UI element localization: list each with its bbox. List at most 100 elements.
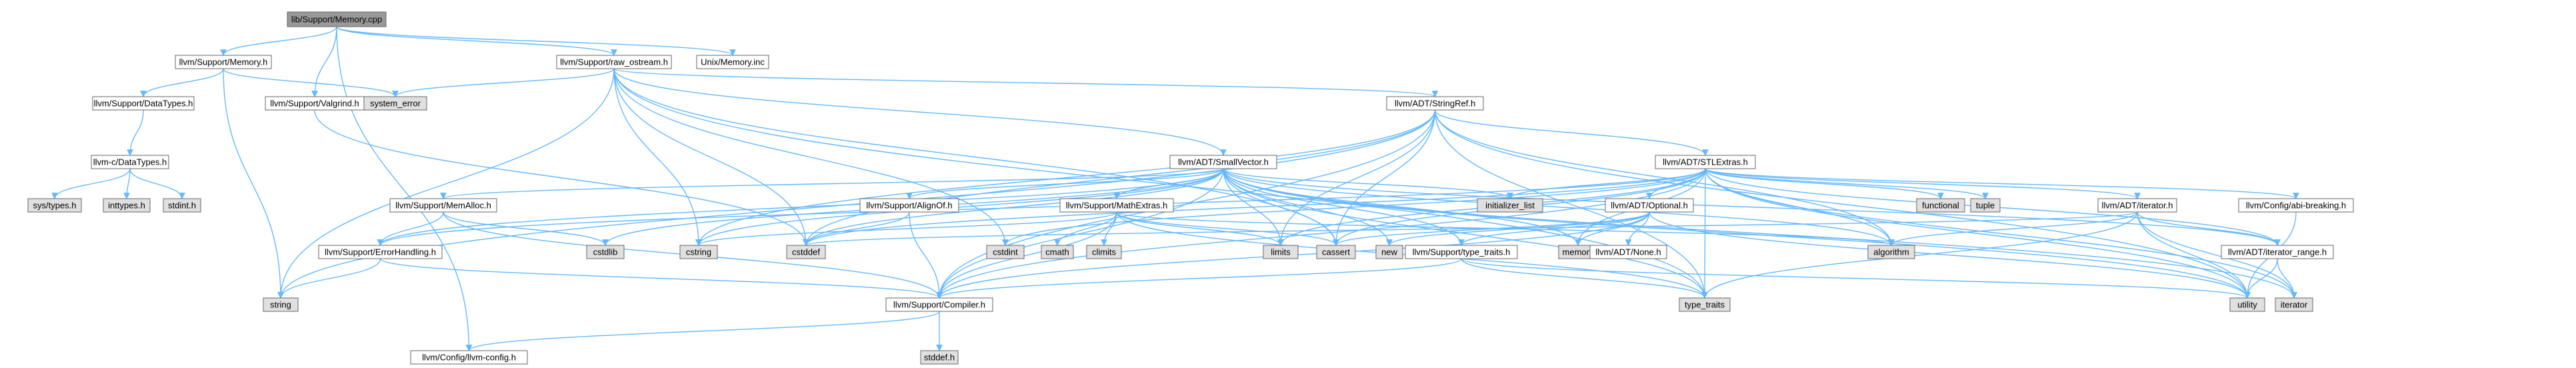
node-llvm-support-alignof-h[interactable]: llvm/Support/AlignOf.h xyxy=(859,198,959,213)
node-box xyxy=(556,55,672,69)
edge-compiler-to-llvm_config xyxy=(465,311,940,351)
node-box xyxy=(2221,245,2334,259)
node-label: Unix/Memory.inc xyxy=(701,57,765,67)
node-cstddef: cstddef xyxy=(786,245,826,259)
node-llvm-support-mathextras-h[interactable]: llvm/Support/MathExtras.h xyxy=(1059,198,1174,213)
edge-stlextras-to-compiler xyxy=(936,168,1706,299)
node-label: limits xyxy=(1271,247,1291,257)
node-box xyxy=(175,55,272,69)
node-iterator: iterator xyxy=(2275,297,2313,312)
node-string: string xyxy=(263,297,299,312)
node-box xyxy=(287,11,387,27)
node-cstdint: cstdint xyxy=(986,245,1025,259)
node-box xyxy=(163,198,201,213)
node-llvm-support-compiler-h[interactable]: llvm/Support/Compiler.h xyxy=(885,297,993,312)
edge-smallvector-to-algorithm xyxy=(1223,168,1895,246)
node-llvm-c-datatypes-h[interactable]: llvm-c/DataTypes.h xyxy=(91,155,169,169)
edge-iterator_h-to-type_traits xyxy=(1701,211,2138,299)
node-unix-memory-inc[interactable]: Unix/Memory.inc xyxy=(696,55,769,69)
node-llvm-adt-stringref-h[interactable]: llvm/ADT/StringRef.h xyxy=(1386,96,1484,111)
node-llvm-support-errorhandling-h[interactable]: llvm/Support/ErrorHandling.h xyxy=(318,245,443,259)
edge-mem_h-to-datatypes_h xyxy=(140,68,224,97)
node-llvm-adt-optional-h[interactable]: llvm/ADT/Optional.h xyxy=(1605,198,1694,213)
edge-raw_ostream-to-string xyxy=(277,68,615,299)
node-box xyxy=(696,55,769,69)
node-box xyxy=(1169,155,1277,169)
node-box xyxy=(2097,198,2177,213)
node-box xyxy=(410,350,528,365)
node-cstring: cstring xyxy=(679,245,718,259)
edge-type_traits_h-to-type_traits xyxy=(1461,258,1708,299)
node-llvm-support-type-traits-h[interactable]: llvm/Support/type_traits.h xyxy=(1405,245,1518,259)
edge-stringref-to-cstddef xyxy=(803,109,1436,246)
node-llvm-support-raw-ostream-h[interactable]: llvm/Support/raw_ostream.h xyxy=(556,55,672,69)
node-llvm-config-abi-breaking-h[interactable]: llvm/Config/abi-breaking.h xyxy=(2238,198,2354,213)
node-box xyxy=(986,245,1025,259)
edge-memalloc-to-cstdlib xyxy=(443,211,609,246)
node-label: llvm/ADT/SmallVector.h xyxy=(1178,157,1269,167)
node-box xyxy=(2275,297,2313,312)
edge-raw_ostream-to-stringref xyxy=(613,68,1438,97)
edge-stringref-to-cstring xyxy=(695,109,1436,246)
node-label: llvm/Support/MemAlloc.h xyxy=(395,201,491,211)
edge-memalloc-to-errorhandling xyxy=(377,211,444,246)
node-llvm-adt-iterator-range-h[interactable]: llvm/ADT/iterator_range.h xyxy=(2221,245,2334,259)
node-label: string xyxy=(270,300,291,310)
node-box xyxy=(1605,198,1694,213)
node-label: memory xyxy=(1563,247,1594,257)
node-box xyxy=(1477,198,1543,213)
node-box xyxy=(1867,245,1915,259)
node-llvm-config-llvm-config-h[interactable]: llvm/Config/llvm-config.h xyxy=(410,350,528,365)
node-tuple: tuple xyxy=(1970,198,2001,213)
node-label: llvm/ADT/None.h xyxy=(1595,247,1661,257)
edge-smallvector-to-iterator xyxy=(1223,168,2297,299)
node-label: llvm/ADT/iterator_range.h xyxy=(2228,247,2327,257)
node-llvm-support-memalloc-h[interactable]: llvm/Support/MemAlloc.h xyxy=(389,198,497,213)
node-label: llvm/Support/Memory.h xyxy=(179,57,268,67)
node-system-error: system_error xyxy=(363,96,427,111)
node-llvm-adt-none-h[interactable]: llvm/ADT/None.h xyxy=(1589,245,1667,259)
node-box xyxy=(389,198,497,213)
node-label: lib/Support/Memory.cpp xyxy=(291,15,382,25)
edge-mem_h-to-system_error xyxy=(223,68,399,97)
node-cassert: cassert xyxy=(1316,245,1356,259)
node-box xyxy=(103,198,151,213)
node-llvm-adt-stlextras-h[interactable]: llvm/ADT/STLExtras.h xyxy=(1655,155,1756,169)
node-box xyxy=(1970,198,2001,213)
node-box xyxy=(1655,155,1756,169)
node-llvm-adt-smallvector-h[interactable]: llvm/ADT/SmallVector.h xyxy=(1169,155,1277,169)
node-llvm-adt-iterator-h[interactable]: llvm/ADT/iterator.h xyxy=(2097,198,2177,213)
edge-smallvector-to-compiler xyxy=(936,168,1224,299)
node-label: llvm/Support/AlignOf.h xyxy=(866,201,952,211)
node-initializer-list: initializer_list xyxy=(1477,198,1543,213)
edge-stringref-to-type_traits xyxy=(1434,109,1708,299)
edge-iterator_h-to-algorithm xyxy=(1888,211,2138,246)
node-box xyxy=(1041,245,1074,259)
edge-root-to-raw_ostream xyxy=(336,26,617,56)
edge-stlextras-to-errorhandling xyxy=(377,168,1706,246)
node-box xyxy=(679,245,718,259)
node-llvm-support-valgrind-h[interactable]: llvm/Support/Valgrind.h xyxy=(265,96,365,111)
edge-stlextras-to-tuple xyxy=(1705,168,1989,199)
node-llvm-support-memory-h[interactable]: llvm/Support/Memory.h xyxy=(175,55,272,69)
node-label: stddef.h xyxy=(924,353,955,363)
node-llvm-support-datatypes-h[interactable]: llvm/Support/DataTypes.h xyxy=(92,96,195,111)
node-label: tuple xyxy=(1976,201,1995,211)
node-utility: utility xyxy=(2229,297,2265,312)
graph-nodes: lib/Support/Memory.cpp llvm/Support/Memor… xyxy=(27,11,2354,365)
edge-stringref-to-limits xyxy=(1277,109,1436,246)
edge-type_traits_h-to-utility xyxy=(1461,258,2251,299)
node-label: cassert xyxy=(1322,247,1350,257)
node-box xyxy=(885,297,993,312)
node-label: llvm-c/DataTypes.h xyxy=(93,157,167,167)
edge-raw_ostream-to-cstring xyxy=(613,68,702,246)
edge-stlextras-to-iterator_h xyxy=(1705,168,2141,199)
graph-edges xyxy=(51,26,2299,351)
edge-stringref-to-utility xyxy=(1434,109,2251,299)
node-box xyxy=(2238,198,2354,213)
node-box xyxy=(1263,245,1299,259)
node-box xyxy=(263,297,299,312)
node-box xyxy=(27,198,82,213)
node-box xyxy=(1316,245,1356,259)
